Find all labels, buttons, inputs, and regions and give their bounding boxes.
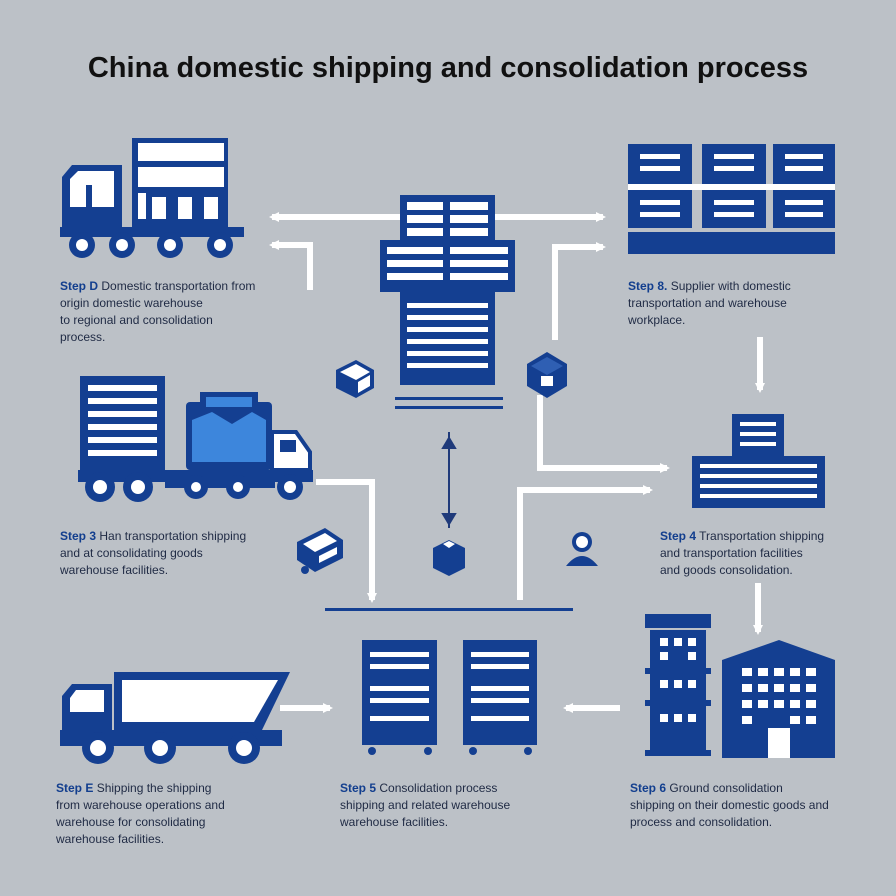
step-text-transportation: Step 4 Transportation shipping and trans… bbox=[660, 528, 824, 579]
step-tag: Step 8. bbox=[628, 279, 668, 293]
warehouse-shelves-icon bbox=[628, 144, 835, 254]
storage-shelf-icon bbox=[80, 376, 165, 470]
step-tag: Step E bbox=[56, 781, 94, 795]
step-tag: Step 4 bbox=[660, 529, 697, 543]
step-line: warehouse facilities. bbox=[340, 815, 449, 829]
step-tag: Step D bbox=[60, 279, 99, 293]
package-cart-icon bbox=[297, 528, 343, 574]
step-line: and transportation facilities bbox=[660, 546, 803, 560]
office-building-icon bbox=[722, 640, 835, 758]
package-icon bbox=[527, 352, 567, 398]
step-line: Han transportation shipping bbox=[99, 529, 247, 543]
storage-rack-icon bbox=[362, 640, 537, 755]
step-text-ground-consolidation: Step 6 Ground consolidation shipping on … bbox=[630, 780, 829, 831]
step-line: Supplier with domestic bbox=[670, 279, 791, 293]
step-line: warehouse facilities. bbox=[56, 832, 165, 846]
step-text-domestic-transport: Step D Domestic transportation from orig… bbox=[60, 278, 255, 346]
center-double-arrow bbox=[441, 432, 457, 528]
step-line: warehouse facilities. bbox=[60, 563, 169, 577]
package-icon bbox=[433, 540, 465, 576]
step-line: and at consolidating goods bbox=[60, 546, 203, 560]
step-text-shipping: Step E Shipping the shipping from wareho… bbox=[56, 780, 225, 848]
step-line: warehouse for consolidating bbox=[56, 815, 206, 829]
step-line: process and consolidation. bbox=[630, 815, 773, 829]
building-icon bbox=[692, 414, 825, 508]
truck-icon bbox=[78, 392, 313, 502]
storage-tower-icon bbox=[645, 614, 711, 756]
step-tag: Step 6 bbox=[630, 781, 667, 795]
step-line: transportation and warehouse bbox=[628, 296, 787, 310]
step-line: and goods consolidation. bbox=[660, 563, 793, 577]
person-icon bbox=[566, 532, 598, 566]
arrow-to-truck-second bbox=[269, 240, 313, 290]
arrow-to-building-second bbox=[517, 485, 653, 600]
step-line: Shipping the shipping bbox=[96, 781, 212, 795]
step-line: Domestic transportation from bbox=[101, 279, 256, 293]
step-line: process. bbox=[60, 330, 106, 344]
step-line: Transportation shipping bbox=[699, 529, 825, 543]
package-icon bbox=[336, 360, 374, 398]
truck-icon bbox=[60, 672, 290, 764]
step-line: Consolidation process bbox=[379, 781, 498, 795]
arrow-to-shelves-second bbox=[552, 242, 606, 340]
flow-arrows bbox=[269, 212, 765, 713]
step-line: origin domestic warehouse bbox=[60, 296, 203, 310]
step-line: shipping and related warehouse bbox=[340, 798, 511, 812]
arrow-to-building bbox=[537, 395, 670, 473]
step-text-consolidation: Step 5 Consolidation process shipping an… bbox=[340, 780, 510, 831]
step-tag: Step 3 bbox=[60, 529, 97, 543]
page-title: China domestic shipping and consolidatio… bbox=[87, 52, 809, 84]
center-lines bbox=[325, 397, 573, 611]
step-line: to regional and consolidation bbox=[60, 313, 213, 327]
truck-icon bbox=[60, 138, 244, 258]
step-text-han-transport: Step 3 Han transportation shipping and a… bbox=[60, 528, 246, 579]
central-warehouse-icon bbox=[380, 195, 515, 385]
step-line: shipping on their domestic goods and bbox=[630, 798, 829, 812]
step-line: from warehouse operations and bbox=[56, 798, 225, 812]
arrow-truck-down bbox=[316, 479, 377, 603]
step-line: Ground consolidation bbox=[669, 781, 783, 795]
step-text-supplier: Step 8. Supplier with domestic transport… bbox=[628, 278, 791, 329]
step-tag: Step 5 bbox=[340, 781, 377, 795]
step-line: workplace. bbox=[628, 313, 686, 327]
